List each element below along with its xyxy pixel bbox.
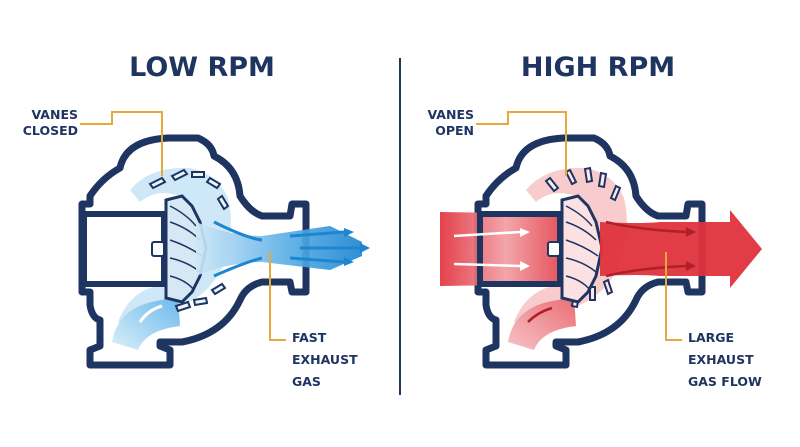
- low-shaft-nut: [151, 241, 165, 257]
- low-vanes-label-line2: CLOSED: [23, 123, 78, 138]
- low-vanes-label-line1: VANES: [31, 107, 78, 122]
- low-inlet-pipe: [81, 211, 167, 287]
- high-turbine-wheel: [560, 194, 604, 304]
- low-exhaust-jet: [196, 222, 362, 276]
- high-vanes-label-line1: VANES: [427, 107, 474, 122]
- high-vanes-leader: [476, 111, 567, 176]
- high-rpm-turbine: [440, 111, 762, 369]
- high-rpm-title: HIGH RPM: [521, 52, 675, 83]
- high-exhaust-label-line3: GAS FLOW: [688, 374, 762, 389]
- high-exhaust-label-line2: EXHAUST: [688, 352, 754, 367]
- high-exhaust-leader: [665, 252, 682, 341]
- high-shaft-nut: [547, 241, 561, 257]
- low-rpm-title: LOW RPM: [129, 52, 275, 83]
- high-vanes-label-line2: OPEN: [435, 123, 474, 138]
- high-inlet-flow: [440, 212, 572, 286]
- high-volute-passage: [514, 167, 627, 330]
- low-vanes-leader: [80, 111, 163, 176]
- low-exhaust-leader: [269, 252, 286, 341]
- high-flow-arrows: [453, 220, 696, 323]
- low-bottom-flow: [112, 296, 180, 350]
- high-bottom-flow: [508, 296, 576, 350]
- high-exhaust-label-line1: LARGE: [688, 330, 734, 345]
- low-exhaust-label-line2: EXHAUST: [292, 352, 358, 367]
- low-flow-arrows: [138, 220, 370, 323]
- low-exhaust-label-line1: FAST: [292, 330, 327, 345]
- low-rpm-turbine: [78, 111, 370, 369]
- high-exhaust-arrow: [600, 210, 762, 288]
- low-vanes-closed: [148, 168, 230, 313]
- high-wheel-blades: [565, 205, 599, 291]
- low-volute-passage: [118, 167, 231, 330]
- low-exhaust-label-line3: GAS: [292, 374, 321, 389]
